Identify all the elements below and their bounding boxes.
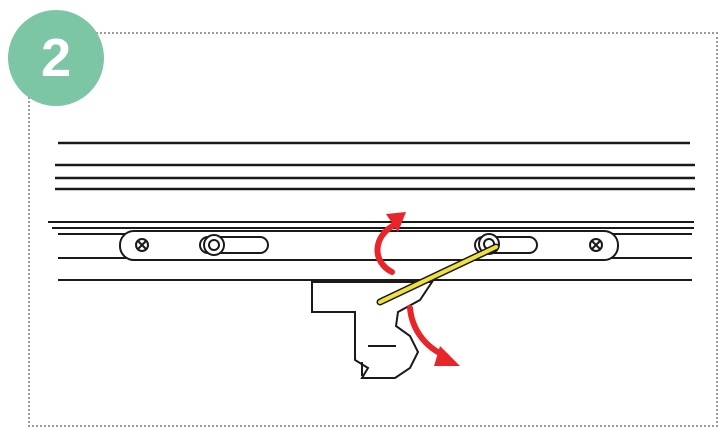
frame-rails-upper (55, 141, 695, 191)
roller-slot-left (199, 234, 269, 256)
step-frame (28, 32, 718, 427)
curved-arrow-up-icon (374, 212, 406, 275)
step-number-badge: 2 (8, 10, 104, 106)
screw-icon (589, 238, 603, 252)
hardware-plate (119, 230, 619, 261)
lever-rod-icon (376, 243, 500, 306)
hinge-bracket (311, 281, 434, 379)
step-number: 2 (40, 28, 72, 88)
curved-arrow-down-icon (407, 305, 460, 366)
screw-icon (135, 238, 149, 252)
